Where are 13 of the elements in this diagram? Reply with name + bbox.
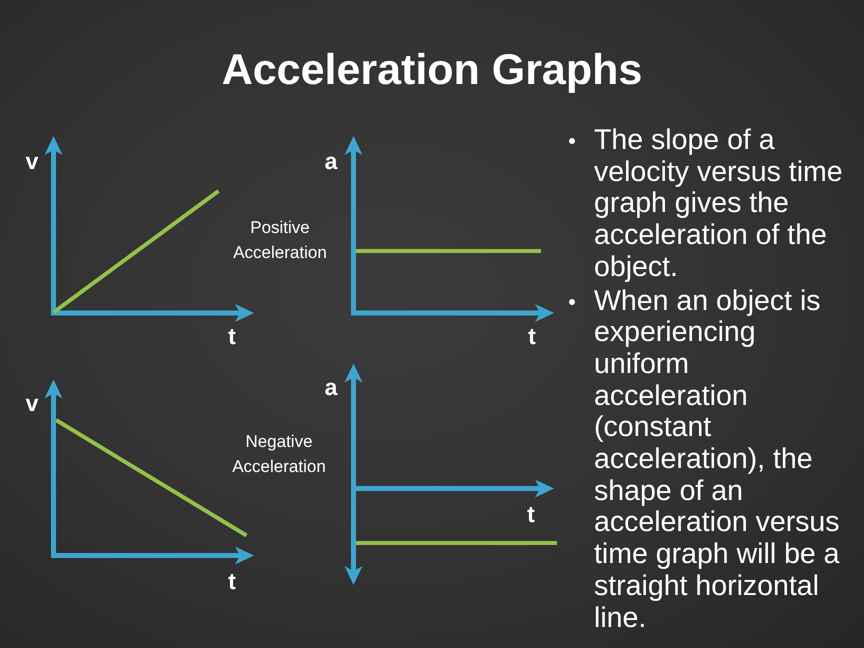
axis-label: a [324, 149, 338, 173]
bullet-text: When an object is experiencing uniform acceleration (constant acceleration), the shape of an acceleration versus time graph will be a straight horizontal line. [594, 286, 841, 634]
axis-label: v [26, 149, 38, 173]
axis-label: a [324, 375, 338, 399]
bullet-text: The slope of a velocity versus time graph gives the acceleration of the object. [594, 125, 844, 284]
axis-label: t [228, 324, 236, 348]
graph-caption: Positive Acceleration [232, 217, 328, 264]
graph-caption: Negative Acceleration [231, 431, 327, 478]
axis-label: t [528, 324, 536, 348]
axis-label: t [527, 502, 535, 526]
slide-title: Acceleration Graphs [222, 46, 642, 94]
axis-label: t [228, 569, 236, 593]
axis-label: v [26, 391, 38, 415]
